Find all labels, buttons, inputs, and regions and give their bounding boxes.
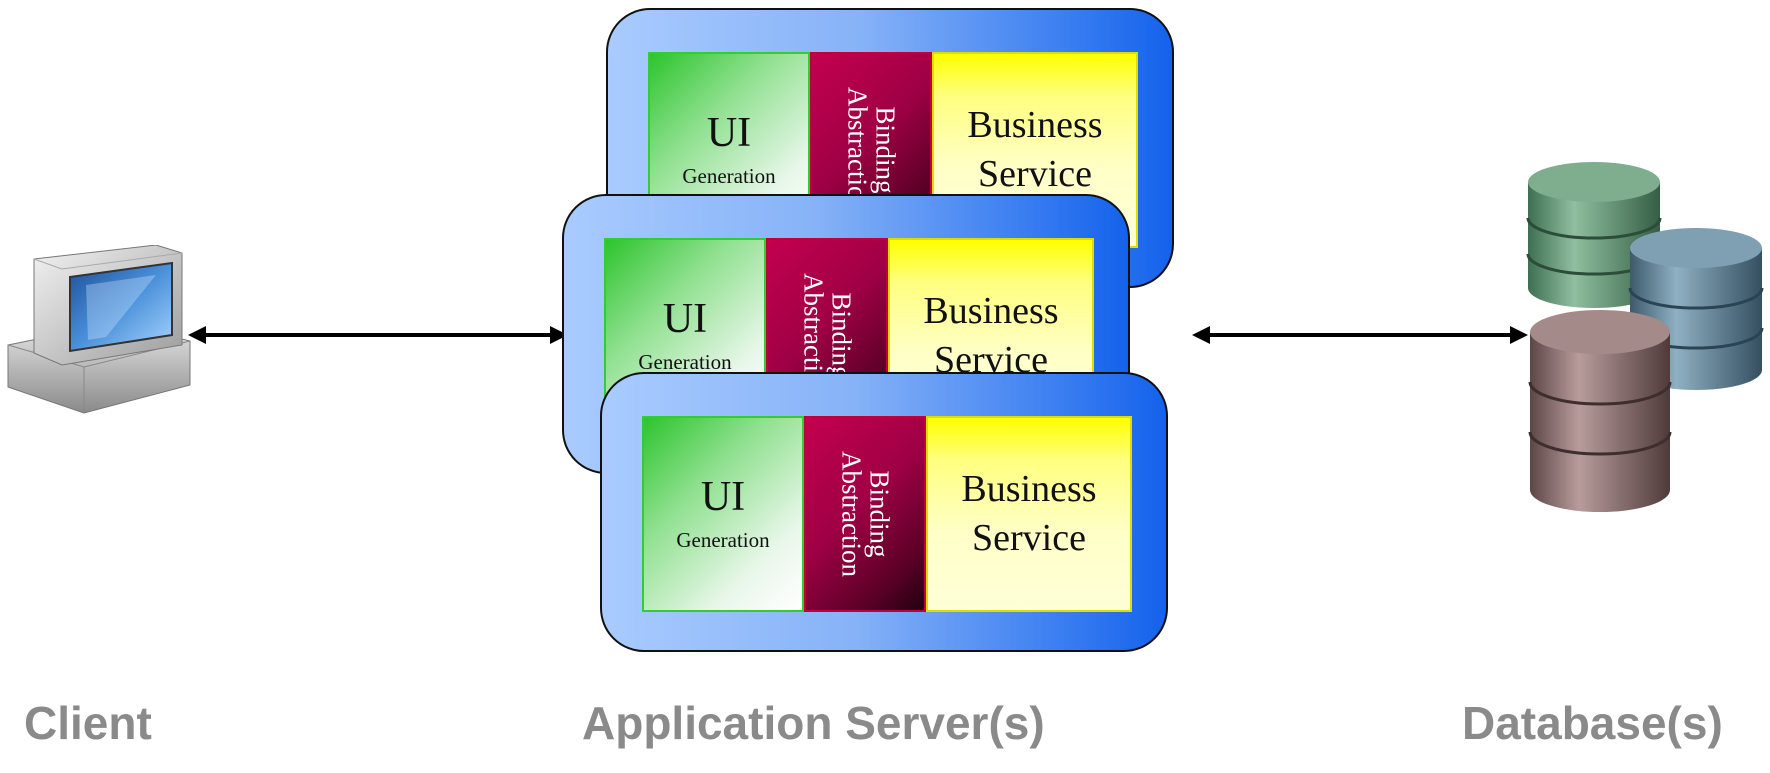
binding-label: Binding: [864, 470, 895, 558]
app-server-caption: Application Server(s): [582, 697, 1045, 749]
ui-layer-title: UI: [662, 295, 708, 342]
desktop-computer-icon: [7, 245, 191, 414]
service-label: Service: [972, 517, 1086, 559]
service-label: Service: [978, 153, 1092, 195]
ui-layer-subtitle: Generation: [682, 163, 776, 188]
ui-layer-subtitle: Generation: [638, 349, 732, 374]
business-label: Business: [923, 289, 1059, 332]
client-caption: Client: [24, 697, 152, 749]
database-cylinders-icon: [1526, 162, 1764, 512]
abstraction-label: Abstraction: [836, 451, 866, 577]
server-database-arrow: [1192, 326, 1528, 344]
ui-generation-layer: UI Generation: [642, 416, 804, 612]
database-cylinder-brown: [1528, 310, 1672, 512]
business-label: Business: [961, 467, 1097, 510]
ui-layer-title: UI: [706, 109, 752, 156]
ui-layer-subtitle: Generation: [676, 527, 770, 552]
app-server-card-front: UI Generation Binding Abstraction Busine…: [600, 372, 1168, 652]
business-service-layer: Business Service: [926, 416, 1132, 612]
database-caption: Database(s): [1462, 697, 1723, 749]
binding-abstraction-layer: Binding Abstraction: [804, 416, 926, 612]
database-cylinder-green: [1526, 162, 1662, 308]
ui-layer-title: UI: [700, 473, 746, 520]
business-label: Business: [967, 103, 1103, 146]
client-server-arrow: [188, 326, 568, 344]
